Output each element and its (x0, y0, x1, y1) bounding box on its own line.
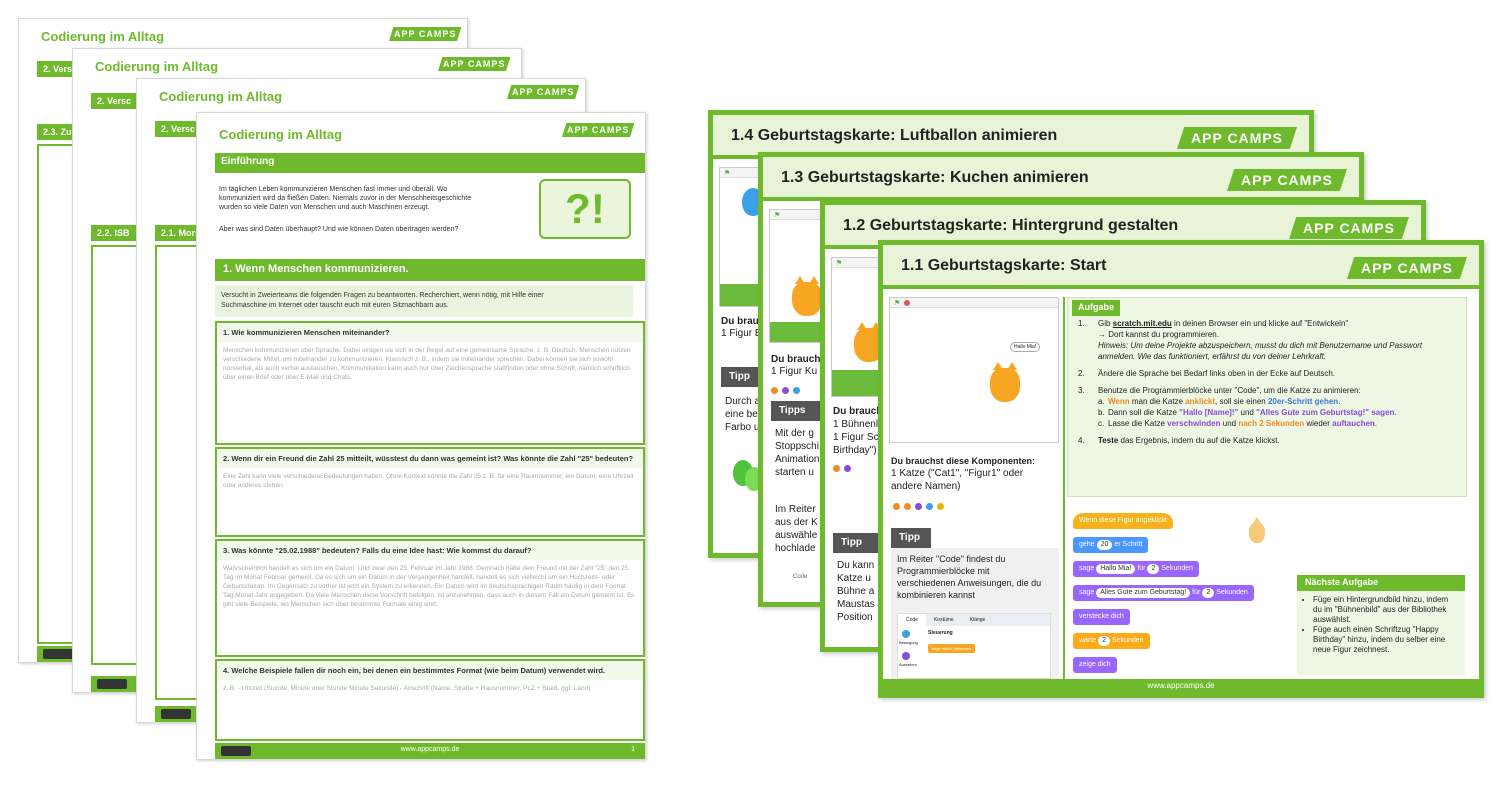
components-title: Du brauchst diese Komponenten: (891, 456, 1036, 466)
question-box: 3. Was könnte "25.02.1988" bedeuten? Fal… (215, 539, 645, 657)
task-box (215, 285, 633, 317)
appcamps-logo: APP CAMPS (438, 57, 511, 71)
when-clicked-block[interactable]: Wenn diese Figur angeklickt (1073, 513, 1173, 529)
green-flag-icon: ⚑ (836, 260, 843, 267)
tab-sounds[interactable]: Klänge (969, 617, 986, 623)
intro-text: wurden so viele Daten von Menschen und a… (219, 204, 430, 211)
worksheet-page-front: Codierung im Alltag APP CAMPS Einführung… (196, 112, 646, 760)
card-footer: www.appcamps.de (883, 679, 1479, 693)
task-text: Suchmaschine im Internet oder tauscht eu… (221, 302, 449, 309)
category-label: Aussehen (899, 662, 917, 667)
intro-text: Im täglichen Leben kommunizieren Mensche… (219, 186, 448, 193)
cc-license-icon (43, 649, 73, 659)
scratch-link[interactable]: scratch.mit.edu (1112, 319, 1172, 328)
tip-bar: Tipp (721, 367, 769, 387)
question-box: 4. Welche Beispiele fallen dir noch ein,… (215, 659, 645, 741)
appcamps-logo: APP CAMPS (1227, 169, 1347, 191)
tab-code[interactable]: Code (898, 614, 926, 626)
question-text: 2. Wenn dir ein Freund die Zahl 25 mitte… (217, 449, 643, 468)
intro-question: Aber was sind Daten überhaupt? Und wie k… (219, 226, 459, 233)
answer-text: Wahrscheinlich handelt es sich um ein Da… (223, 565, 635, 608)
tip-bar: Tipp (891, 528, 931, 548)
cc-license-icon (221, 746, 251, 756)
worksheet-title: Codierung im Alltag (219, 127, 343, 142)
components-title: Du brauchst (721, 316, 769, 327)
question-text: 1. Wie kommunizieren Menschen miteinande… (217, 323, 643, 342)
appcamps-logo: APP CAMPS (507, 85, 580, 99)
next-task-box: Nächste Aufgabe Füge ein Hintergrundbild… (1297, 575, 1465, 675)
component-dots (893, 497, 948, 515)
intro-heading: Einführung (215, 153, 645, 173)
answer-text: Eine Zahl kann viele verschiedene Bedeut… (223, 473, 634, 489)
components-text: 1 Figur B (721, 328, 762, 339)
question-box: 2. Wenn dir ein Freund die Zahl 25 mitte… (215, 447, 645, 537)
green-flag-icon: ⚑ (724, 170, 731, 177)
appcamps-logo: APP CAMPS (1347, 257, 1467, 279)
appcamps-logo: APP CAMPS (1289, 217, 1409, 239)
scratch-stage: ⚑ (769, 209, 829, 343)
components-text: 1 Figur Ku (771, 366, 818, 377)
scratch-stage: ⚑ Hallo Mia! (889, 297, 1059, 443)
question-text: 3. Was könnte "25.02.1988" bedeuten? Fal… (217, 541, 643, 560)
motion-category[interactable] (902, 630, 910, 638)
speech-bubble: Hallo Mia! (1010, 342, 1041, 352)
cc-license-icon (97, 679, 127, 689)
worksheet-title: Codierung im Alltag (95, 59, 219, 74)
page-number: 1 (631, 746, 635, 753)
task-heading: Aufgabe (1072, 300, 1120, 316)
answer-text: Menschen kommunizieren über Sprache. Dab… (223, 347, 631, 381)
task-box: Aufgabe 1. Gib scratch.mit.edu in deinen… (1067, 297, 1467, 497)
hide-block[interactable]: verstecke dich (1073, 609, 1130, 625)
component-dots (771, 381, 804, 399)
show-block[interactable]: zeige dich (1073, 657, 1117, 673)
intro-text: kommuniziert wird da fließen Daten. Niem… (219, 195, 472, 202)
code-tab: Code (793, 574, 808, 580)
looks-category[interactable] (902, 652, 910, 660)
green-flag-icon: ⚑ (774, 212, 781, 219)
card-title: 1.2 Geburtstagskarte: Hintergrund gestal… (843, 217, 1179, 234)
card-title: 1.4 Geburtstagskarte: Luftballon animier… (731, 127, 1058, 144)
tip-bar: Tipps (771, 401, 829, 421)
answer-text: z. B. - Uhrzeit (Stunde: Minute oder Stu… (223, 685, 591, 692)
tip-bar: Tipp (833, 533, 887, 553)
card-title: 1.1 Geburtstagskarte: Start (901, 257, 1107, 274)
question-exclamation-icon: ?! (539, 179, 631, 239)
cc-license-icon (161, 709, 191, 719)
section-heading: 1. Wenn Menschen kommunizieren. (215, 259, 645, 281)
worksheet-title: Codierung im Alltag (41, 29, 165, 44)
card-title: 1.3 Geburtstagskarte: Kuchen animieren (781, 169, 1089, 186)
worksheet-title: Codierung im Alltag (159, 89, 283, 104)
green-flag-icon[interactable]: ⚑ (894, 300, 901, 307)
stop-icon[interactable] (904, 300, 910, 306)
scratch-cat-icon[interactable] (990, 362, 1020, 402)
next-task-heading: Nächste Aufgabe (1297, 575, 1465, 591)
mini-editor: Code Kostüme Klänge Steuerung Bewegung A… (897, 613, 1051, 679)
components-title: Du brauchst (833, 406, 887, 417)
appcamps-logo: APP CAMPS (562, 123, 635, 137)
card-1-1: 1.1 Geburtstagskarte: Start APP CAMPS ⚑ … (878, 240, 1484, 698)
category-label: Bewegung (899, 640, 918, 645)
component-dots (833, 459, 855, 477)
wait-block[interactable]: sage Hallo! Sekunden (928, 644, 976, 653)
task-text: Versucht in Zweierteams die folgenden Fr… (221, 292, 544, 299)
appcamps-logo: APP CAMPS (389, 27, 462, 41)
footer-url: www.appcamps.de (400, 746, 460, 753)
category-label: Steuerung (928, 630, 953, 636)
question-box: 1. Wie kommunizieren Menschen miteinande… (215, 321, 645, 445)
worksheet-footer: www.appcamps.de 1 (215, 743, 645, 759)
components-title: Du brauchst (771, 354, 829, 365)
scratch-cat-icon (1249, 517, 1265, 543)
scratch-cat-icon (792, 276, 822, 316)
question-text: 4. Welche Beispiele fallen dir noch ein,… (217, 661, 643, 680)
appcamps-logo: APP CAMPS (1177, 127, 1297, 149)
tab-costumes[interactable]: Kostüme (933, 617, 954, 623)
